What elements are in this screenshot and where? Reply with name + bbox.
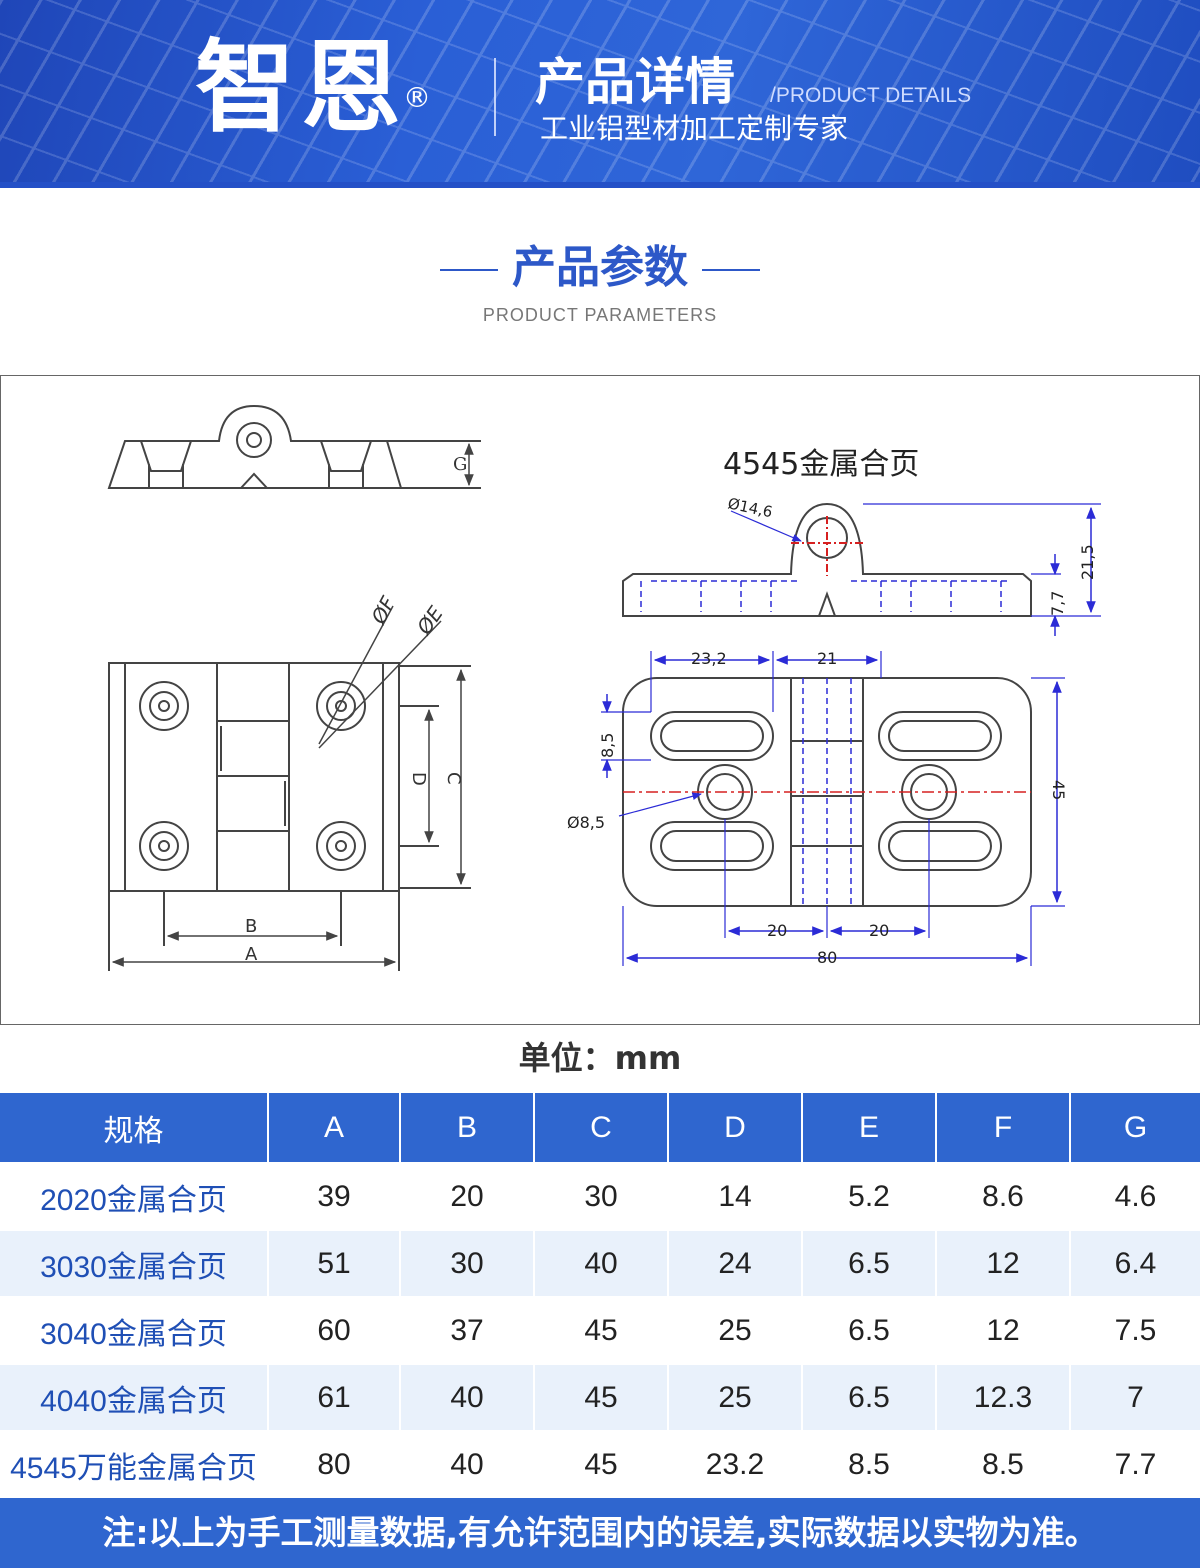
header-g: G bbox=[1070, 1093, 1200, 1163]
cell-a: 80 bbox=[268, 1430, 401, 1497]
page-title: 产品详情 bbox=[535, 53, 735, 111]
label-h85: 8,5 bbox=[598, 733, 617, 758]
hinge-drawing-svg: G ØF ØE D C B A 4545金属合页 bbox=[107, 404, 1101, 971]
cell-spec: 2020金属合页 bbox=[0, 1162, 269, 1230]
cell-e: 6.5 bbox=[802, 1363, 937, 1431]
header-e: E bbox=[802, 1093, 937, 1163]
label-b: B bbox=[245, 916, 257, 937]
cell-c: 45 bbox=[534, 1430, 669, 1497]
cell-g: 7.5 bbox=[1070, 1296, 1200, 1364]
label-d85: Ø8,5 bbox=[567, 813, 605, 832]
label-h215: 21,5 bbox=[1078, 544, 1097, 580]
label-w80: 80 bbox=[817, 948, 837, 967]
label-g: G bbox=[453, 454, 467, 475]
cell-d: 25 bbox=[668, 1363, 803, 1431]
cell-a: 60 bbox=[268, 1296, 401, 1364]
table-row: 2020金属合页 39 20 30 14 5.2 8.6 4.6 bbox=[0, 1162, 1200, 1230]
cell-f: 12 bbox=[936, 1296, 1071, 1364]
section-title-text: 产品参数 bbox=[512, 242, 688, 293]
technical-drawing: G ØF ØE D C B A 4545金属合页 bbox=[0, 375, 1200, 1025]
cell-spec: 3040金属合页 bbox=[0, 1296, 269, 1364]
cell-b: 20 bbox=[400, 1162, 535, 1230]
label-a: A bbox=[245, 944, 258, 965]
cell-g: 4.6 bbox=[1070, 1162, 1200, 1230]
cell-g: 7 bbox=[1070, 1363, 1200, 1431]
label-e: ØE bbox=[411, 601, 448, 639]
spec-table: 规格 A B C D E F G 2020金属合页 39 20 30 14 5.… bbox=[0, 1093, 1200, 1497]
brand-name: 智恩 bbox=[195, 29, 407, 146]
label-h45: 45 bbox=[1049, 780, 1068, 800]
label-f: ØF bbox=[366, 592, 401, 629]
label-d146: Ø14,6 bbox=[726, 494, 774, 521]
section-title: 产品参数 bbox=[0, 240, 1200, 296]
header-a: A bbox=[268, 1093, 401, 1163]
left-top-view bbox=[108, 605, 471, 971]
cell-c: 45 bbox=[534, 1296, 669, 1364]
label-w20b: 20 bbox=[869, 921, 889, 940]
disclaimer-note: 注:以上为手工测量数据,有允许范围内的误差,实际数据以实物为准。 bbox=[0, 1498, 1200, 1568]
cell-e: 8.5 bbox=[802, 1430, 937, 1497]
header-banner: 智恩® 产品详情 /PRODUCT DETAILS 工业铝型材加工定制专家 bbox=[0, 0, 1200, 188]
cell-spec: 4545万能金属合页 bbox=[0, 1430, 269, 1497]
left-side-view bbox=[107, 404, 481, 489]
section-title-line-left bbox=[440, 269, 498, 271]
cell-a: 61 bbox=[268, 1363, 401, 1431]
cell-spec: 3030金属合页 bbox=[0, 1229, 269, 1297]
cell-a: 51 bbox=[268, 1229, 401, 1297]
cell-d: 23.2 bbox=[668, 1430, 803, 1497]
cell-d: 25 bbox=[668, 1296, 803, 1364]
header-spec: 规格 bbox=[0, 1093, 269, 1163]
cell-spec: 4040金属合页 bbox=[0, 1363, 269, 1431]
label-h77: 7,7 bbox=[1048, 591, 1067, 616]
header-d: D bbox=[668, 1093, 803, 1163]
cell-g: 7.7 bbox=[1070, 1430, 1200, 1497]
cell-e: 6.5 bbox=[802, 1229, 937, 1297]
label-w232: 23,2 bbox=[691, 649, 727, 668]
cell-d: 14 bbox=[668, 1162, 803, 1230]
drawing-title-4545: 4545金属合页 bbox=[723, 447, 919, 482]
brand-logo: 智恩® bbox=[195, 28, 431, 148]
cell-c: 40 bbox=[534, 1229, 669, 1297]
right-side-view bbox=[622, 502, 1101, 636]
cell-f: 8.6 bbox=[936, 1162, 1071, 1230]
cell-d: 24 bbox=[668, 1229, 803, 1297]
table-header-row: 规格 A B C D E F G bbox=[0, 1093, 1200, 1163]
label-d: D bbox=[408, 772, 429, 786]
header-b: B bbox=[400, 1093, 535, 1163]
table-row: 4545万能金属合页 80 40 45 23.2 8.5 8.5 7.7 bbox=[0, 1430, 1200, 1497]
cell-e: 5.2 bbox=[802, 1162, 937, 1230]
page-title-en: /PRODUCT DETAILS bbox=[770, 84, 972, 107]
cell-b: 30 bbox=[400, 1229, 535, 1297]
label-w20a: 20 bbox=[767, 921, 787, 940]
section-title-line-right bbox=[702, 269, 760, 271]
label-w21: 21 bbox=[817, 649, 837, 668]
cell-a: 39 bbox=[268, 1162, 401, 1230]
label-c: C bbox=[443, 772, 464, 785]
cell-c: 30 bbox=[534, 1162, 669, 1230]
cell-b: 40 bbox=[400, 1363, 535, 1431]
table-row: 4040金属合页 61 40 45 25 6.5 12.3 7 bbox=[0, 1363, 1200, 1431]
cell-b: 40 bbox=[400, 1430, 535, 1497]
cell-f: 12.3 bbox=[936, 1363, 1071, 1431]
cell-c: 45 bbox=[534, 1363, 669, 1431]
table-row: 3040金属合页 60 37 45 25 6.5 12 7.5 bbox=[0, 1296, 1200, 1364]
header-divider bbox=[494, 58, 496, 136]
header-f: F bbox=[936, 1093, 1071, 1163]
header-c: C bbox=[534, 1093, 669, 1163]
unit-label: 单位：mm bbox=[518, 1039, 682, 1077]
banner-bottom-line bbox=[0, 182, 1200, 188]
table-row: 3030金属合页 51 30 40 24 6.5 12 6.4 bbox=[0, 1229, 1200, 1297]
cell-g: 6.4 bbox=[1070, 1229, 1200, 1297]
banner-background-pattern bbox=[0, 0, 1200, 188]
page-subtitle: 工业铝型材加工定制专家 bbox=[540, 112, 849, 145]
cell-b: 37 bbox=[400, 1296, 535, 1364]
cell-e: 6.5 bbox=[802, 1296, 937, 1364]
registered-mark: ® bbox=[403, 81, 437, 114]
cell-f: 12 bbox=[936, 1229, 1071, 1297]
section-title-en: PRODUCT PARAMETERS bbox=[482, 305, 718, 325]
cell-f: 8.5 bbox=[936, 1430, 1071, 1497]
right-top-view bbox=[601, 651, 1065, 966]
